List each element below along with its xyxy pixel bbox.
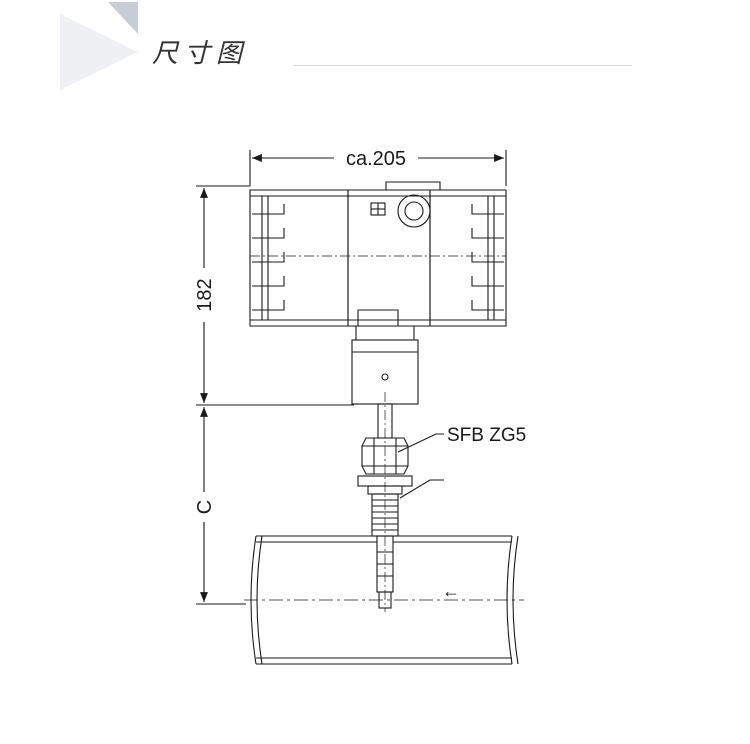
- depth-dimension: [196, 407, 246, 605]
- section-header: 尺寸图: [0, 0, 750, 110]
- neck: [355, 309, 415, 341]
- probe: [376, 392, 394, 612]
- header-triangle-icon: [60, 2, 138, 90]
- height-label: 182: [194, 278, 216, 311]
- fitting-label: SFB ZG5: [447, 425, 526, 446]
- section-title: 尺寸图: [152, 39, 249, 69]
- depth-label: C: [194, 500, 216, 514]
- pipe: [244, 535, 524, 665]
- width-label: ca.205: [346, 148, 406, 170]
- header-divider: [294, 65, 632, 66]
- height-dimension: [196, 185, 354, 406]
- transmitter-housing: [249, 181, 507, 327]
- flow-direction-icon: ←: [442, 581, 460, 601]
- leader-lines: [397, 433, 444, 499]
- width-dimension: [249, 150, 507, 186]
